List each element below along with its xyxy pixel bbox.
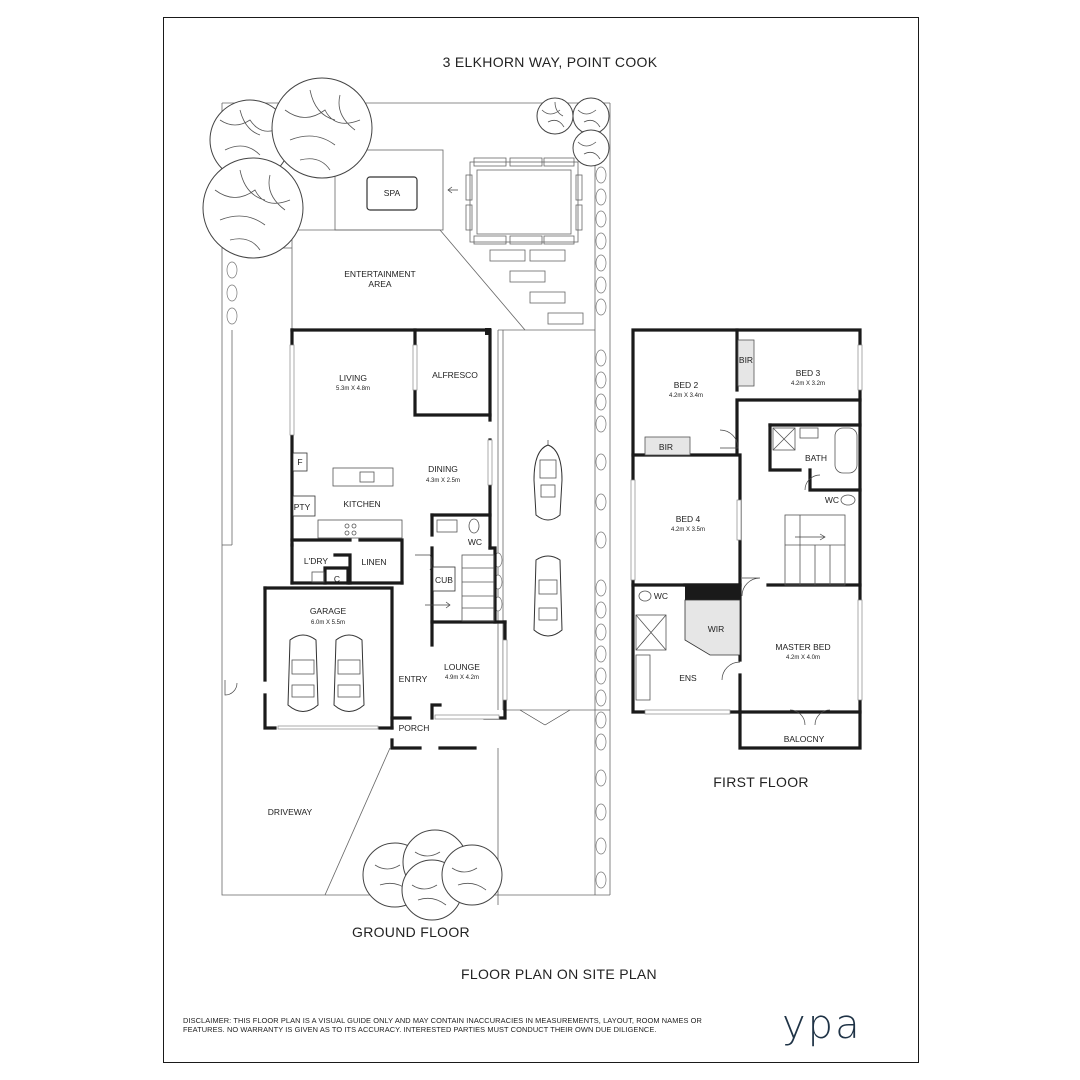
master-bed-label: MASTER BED [775, 642, 830, 652]
pantry-label: PTY [294, 502, 311, 512]
garage-cars [287, 634, 365, 712]
wir-label: WIR [708, 624, 725, 634]
spa [366, 176, 418, 211]
property-title: 3 ELKHORN WAY, POINT COOK [443, 54, 658, 70]
bir-top-label: BIR [739, 355, 753, 365]
ground-floor-fixtures [224, 344, 508, 730]
bir-bed2-label: BIR [659, 442, 673, 452]
outdoor-table-setting [465, 157, 584, 325]
ground-floor-caption: GROUND FLOOR [352, 924, 470, 940]
plan-type-caption: FLOOR PLAN ON SITE PLAN [461, 966, 657, 982]
entry-label: ENTRY [399, 674, 428, 684]
trees [202, 77, 610, 921]
lounge-dimensions: 4.9m X 4.2m [445, 675, 479, 681]
fridge-label: F [297, 457, 302, 467]
bed2-label: BED 2 [674, 380, 699, 390]
master-bed-dimensions: 4.2m X 4.0m [786, 655, 820, 661]
first-floor-caption: FIRST FLOOR [713, 774, 809, 790]
disclaimer-text: DISCLAIMER: THIS FLOOR PLAN IS A VISUAL … [183, 1016, 702, 1034]
wc-upper-label: WC [825, 495, 839, 505]
ypa-logo: ypa [782, 1002, 862, 1048]
living-label: LIVING [339, 373, 367, 383]
laundry-label: L'DRY [304, 556, 328, 566]
garage-dimensions: 6.0m X 5.5m [311, 620, 345, 626]
wc-ground-label: WC [468, 537, 482, 547]
kitchen-label: KITCHEN [343, 499, 380, 509]
first-floor-walls [631, 328, 862, 750]
cub-label: CUB [435, 575, 453, 585]
car-side [533, 555, 563, 637]
entertainment-label-line2: AREA [368, 279, 391, 289]
entertainment-label-line1: ENTERTAINMENT [344, 269, 415, 279]
bed4-label: BED 4 [676, 514, 701, 524]
spa-deck: SPA [334, 149, 458, 231]
linen-label: LINEN [361, 557, 386, 567]
dining-label: DINING [428, 464, 458, 474]
porch-label: PORCH [399, 723, 430, 733]
shrubs [226, 166, 607, 889]
balcony-label: BALOCNY [784, 734, 825, 744]
living-dimensions: 5.3m X 4.8m [336, 386, 370, 392]
cupboard-c-label: C [334, 574, 340, 584]
boat [533, 440, 563, 521]
ensuite-label: ENS [679, 673, 697, 683]
bath-label: BATH [805, 453, 827, 463]
wir-area [684, 599, 741, 656]
lounge-label: LOUNGE [444, 662, 480, 672]
spa-label: SPA [384, 188, 401, 198]
bed3-label: BED 3 [796, 368, 821, 378]
garage-label: GARAGE [310, 606, 347, 616]
bed2-dimensions: 4.2m X 3.4m [669, 393, 703, 399]
dining-dimensions: 4.3m X 2.5m [426, 478, 460, 484]
bed3-dimensions: 4.2m X 3.2m [791, 381, 825, 387]
first-floor-fixtures [630, 339, 863, 726]
alfresco-label: ALFRESCO [432, 370, 478, 380]
wc-ensuite-label: WC [654, 591, 668, 601]
driveway-label: DRIVEWAY [268, 807, 313, 817]
bed4-dimensions: 4.2m X 3.5m [671, 527, 705, 533]
